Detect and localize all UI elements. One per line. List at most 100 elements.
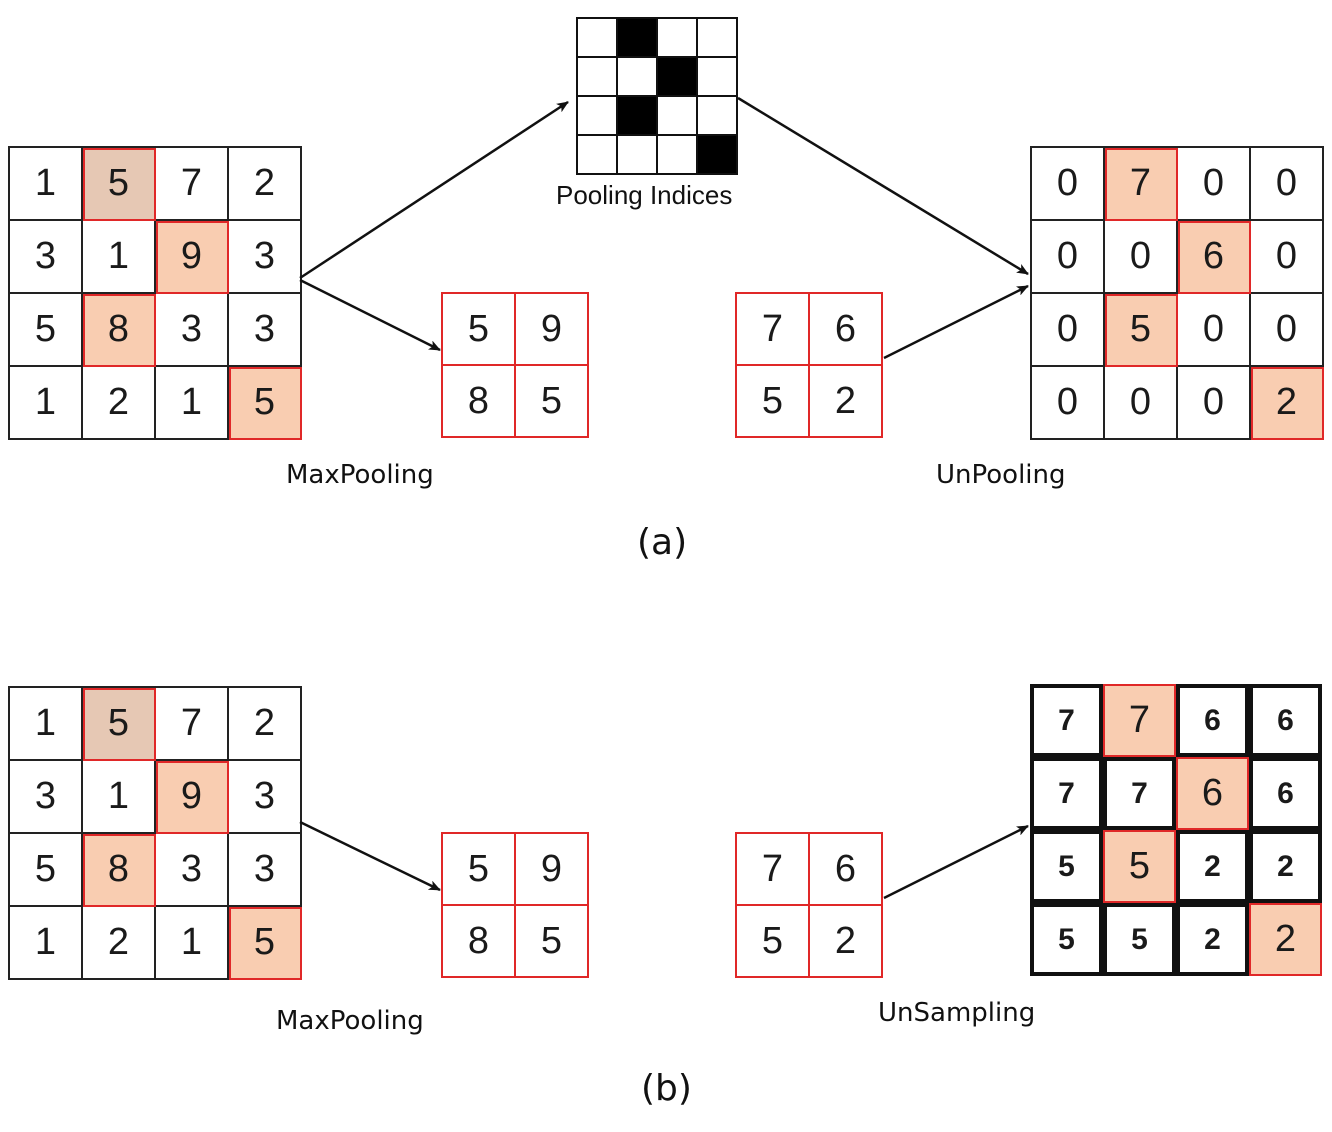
b-arrow-to-pooled (299, 820, 441, 892)
a-input-cell-r3-c1: 2 (83, 367, 156, 440)
a-index-cell-r0-c1 (618, 19, 658, 58)
a-output-cell-r3-c3: 2 (1251, 367, 1324, 440)
a-input-cell-r2-c3: 3 (229, 294, 302, 367)
a-output-cell-r2-c2: 0 (1178, 294, 1251, 367)
b-output-cell-r3-c2: 2 (1176, 903, 1249, 976)
a-decoder-cell-r1-c1: 2 (810, 366, 883, 438)
b-pooled-cell-r0-c1: 9 (516, 834, 589, 906)
b-output-cell-r3-c0: 5 (1030, 903, 1103, 976)
b-decoder-cell-r1-c1: 2 (810, 906, 883, 978)
a-input-cell-r0-c0: 1 (10, 148, 83, 221)
a-index-cell-r2-c3 (698, 97, 738, 136)
b-arrow-decoder-to-output (883, 824, 1029, 900)
a-index-cell-r0-c2 (658, 19, 698, 58)
a-arrow-decoder-to-output (883, 284, 1029, 360)
a-index-cell-r1-c0 (578, 58, 618, 97)
a-output-cell-r0-c0: 0 (1032, 148, 1105, 221)
b-output-cell-r1-c1: 7 (1103, 757, 1176, 830)
b-caption: (b) (641, 1068, 692, 1109)
b-input-cell-r3-c0: 1 (10, 907, 83, 980)
b-maxpooling-label: MaxPooling (276, 1006, 424, 1036)
a-input-cell-r3-c2: 1 (156, 367, 229, 440)
b-upsampling-label: UnSampling (878, 998, 1036, 1028)
b-pooled-cell-r1-c0: 8 (443, 906, 516, 978)
a-decoder-cell-r0-c1: 6 (810, 294, 883, 366)
a-pooled-cell-r1-c0: 8 (443, 366, 516, 438)
b-output-cell-r2-c0: 5 (1030, 830, 1103, 903)
a-pooling-indices-grid (576, 17, 738, 175)
b-output-cell-r3-c1: 5 (1103, 903, 1176, 976)
a-decoder-cell-r1-c0: 5 (737, 366, 810, 438)
b-output-cell-r2-c2: 2 (1176, 830, 1249, 903)
b-input-cell-r2-c2: 3 (156, 834, 229, 907)
a-input-cell-r1-c1: 1 (83, 221, 156, 294)
a-arrow-to-pooled (299, 278, 441, 352)
a-input-cell-r1-c2: 9 (156, 221, 229, 294)
b-output-cell-r3-c3: 2 (1249, 903, 1322, 976)
a-pooled-cell-r0-c1: 9 (516, 294, 589, 366)
a-pooled-cell-r1-c1: 5 (516, 366, 589, 438)
a-index-cell-r2-c0 (578, 97, 618, 136)
b-output-cell-r0-c2: 6 (1176, 684, 1249, 757)
b-pooled-cell-r1-c1: 5 (516, 906, 589, 978)
a-input-cell-r0-c1: 5 (83, 148, 156, 221)
a-output-cell-r1-c3: 0 (1251, 221, 1324, 294)
a-arrow-to-indices (299, 100, 569, 280)
a-input-cell-r3-c3: 5 (229, 367, 302, 440)
a-arrow-indices-to-output (737, 96, 1029, 276)
a-index-cell-r2-c2 (658, 97, 698, 136)
a-index-cell-r3-c1 (618, 136, 658, 175)
a-index-cell-r0-c3 (698, 19, 738, 58)
a-output-cell-r3-c0: 0 (1032, 367, 1105, 440)
b-output-cell-r0-c0: 7 (1030, 684, 1103, 757)
a-output-cell-r1-c0: 0 (1032, 221, 1105, 294)
b-pooled-cell-r0-c0: 5 (443, 834, 516, 906)
b-input-cell-r2-c0: 5 (10, 834, 83, 907)
a-maxpooling-label: MaxPooling (286, 460, 434, 490)
a-output-cell-r2-c3: 0 (1251, 294, 1324, 367)
b-input-cell-r1-c0: 3 (10, 761, 83, 834)
b-input-cell-r1-c3: 3 (229, 761, 302, 834)
a-index-cell-r3-c3 (698, 136, 738, 175)
b-decoder-cell-r0-c0: 7 (737, 834, 810, 906)
a-input-cell-r0-c3: 2 (229, 148, 302, 221)
a-index-cell-r1-c2 (658, 58, 698, 97)
b-output-cell-r2-c3: 2 (1249, 830, 1322, 903)
b-input-cell-r3-c3: 5 (229, 907, 302, 980)
b-input-cell-r3-c2: 1 (156, 907, 229, 980)
b-input-cell-r2-c1: 8 (83, 834, 156, 907)
a-input-cell-r1-c0: 3 (10, 221, 83, 294)
b-input-cell-r1-c2: 9 (156, 761, 229, 834)
b-input-cell-r0-c2: 7 (156, 688, 229, 761)
a-input-cell-r2-c0: 5 (10, 294, 83, 367)
a-index-cell-r0-c0 (578, 19, 618, 58)
b-output-cell-r1-c0: 7 (1030, 757, 1103, 830)
a-pooling-indices-label: Pooling Indices (556, 180, 733, 210)
a-caption: (a) (637, 522, 688, 563)
a-output-cell-r2-c1: 5 (1105, 294, 1178, 367)
b-input-cell-r0-c3: 2 (229, 688, 302, 761)
b-output-cell-r0-c1: 7 (1103, 684, 1176, 757)
b-output-cell-r2-c1: 5 (1103, 830, 1176, 903)
b-input-cell-r0-c1: 5 (83, 688, 156, 761)
a-index-cell-r1-c1 (618, 58, 658, 97)
a-index-cell-r3-c0 (578, 136, 618, 175)
a-unpooling-label: UnPooling (936, 460, 1066, 490)
a-input-cell-r3-c0: 1 (10, 367, 83, 440)
b-input-cell-r0-c0: 1 (10, 688, 83, 761)
b-input-cell-r3-c1: 2 (83, 907, 156, 980)
b-output-cell-r1-c3: 6 (1249, 757, 1322, 830)
b-decoder-cell-r0-c1: 6 (810, 834, 883, 906)
a-input-cell-r0-c2: 7 (156, 148, 229, 221)
a-index-cell-r1-c3 (698, 58, 738, 97)
a-output-cell-r0-c1: 7 (1105, 148, 1178, 221)
a-output-cell-r0-c3: 0 (1251, 148, 1324, 221)
a-output-cell-r2-c0: 0 (1032, 294, 1105, 367)
